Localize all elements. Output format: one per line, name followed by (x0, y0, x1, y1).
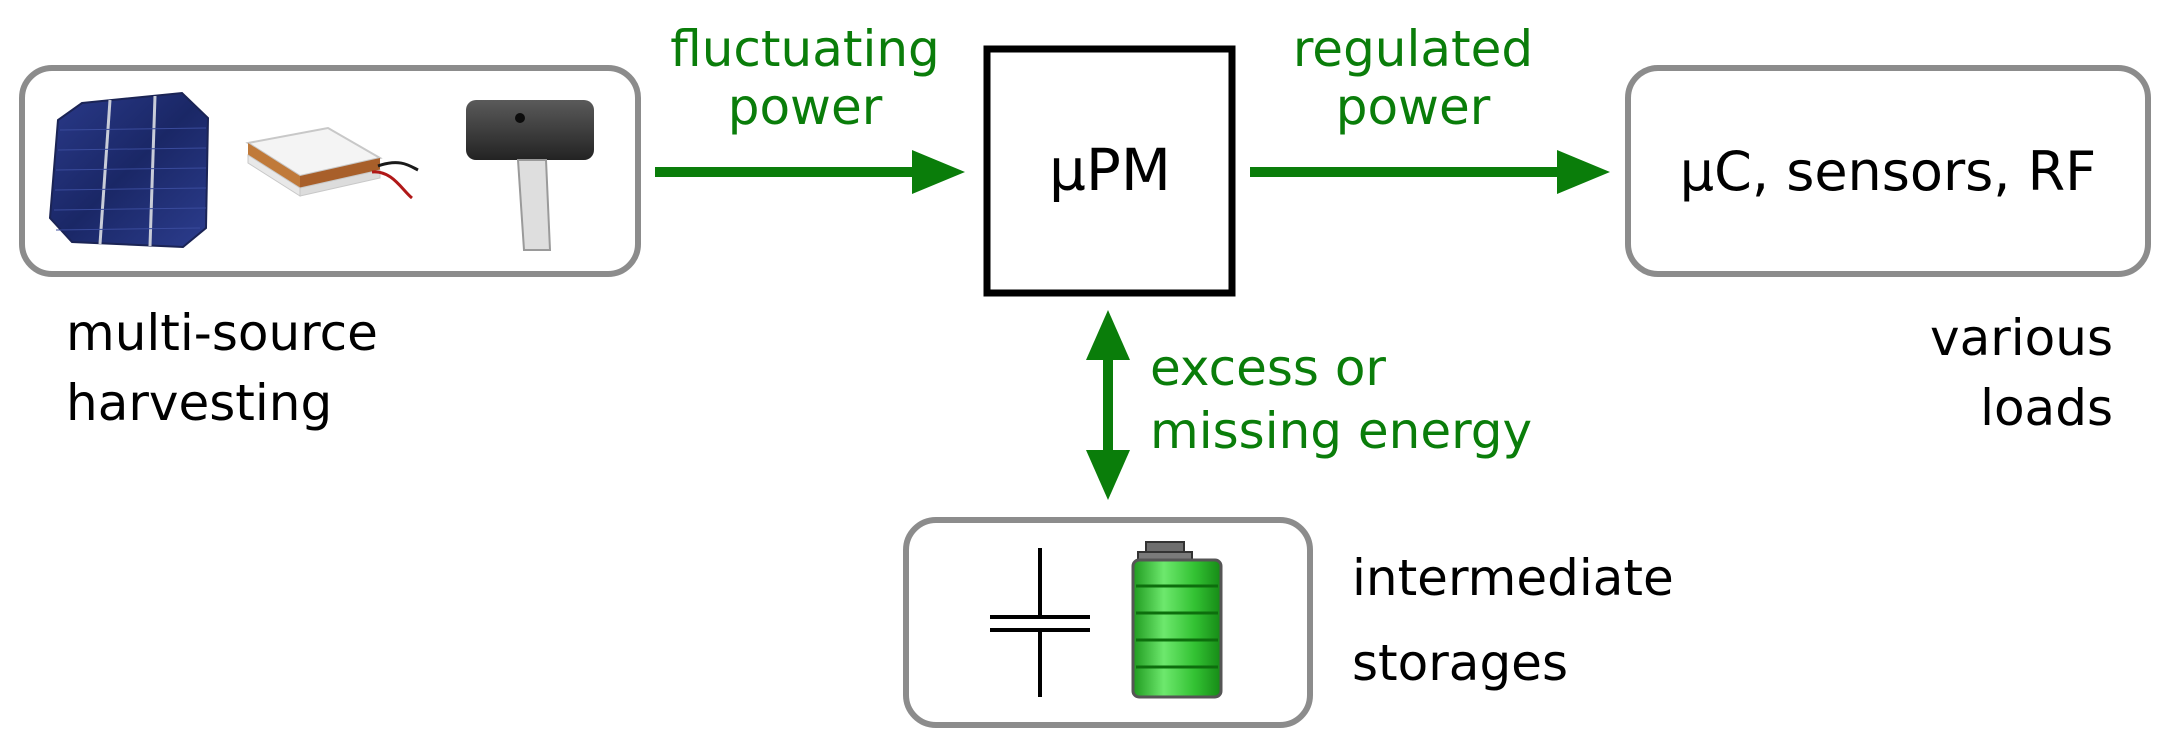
output-arrow (1250, 150, 1610, 194)
storage-arrow-label-line1: excess or (1150, 339, 1386, 397)
input-arrow-label-line1: fluctuating (670, 20, 940, 78)
output-arrow-label-line1: regulated (1293, 20, 1533, 78)
pm-block-label: µPM (1049, 136, 1171, 204)
pm-block (983, 45, 1236, 297)
sources-caption-line2: harvesting (66, 374, 332, 432)
loads-caption-line1: various (1930, 309, 2113, 367)
storage-caption-line1: intermediate (1352, 549, 1674, 607)
storage-arrow-label-line2: missing energy (1150, 402, 1532, 460)
input-arrow (655, 150, 965, 194)
battery-icon (1131, 541, 1223, 699)
loads-box (1625, 65, 2151, 277)
loads-label: µC, sensors, RF (1680, 140, 2096, 203)
sources-caption-line1: multi-source (66, 304, 378, 362)
input-arrow-label-line2: power (728, 78, 883, 136)
sources-box (19, 65, 641, 277)
piezo-harvester-icon (466, 100, 594, 251)
capacitor-icon (990, 548, 1090, 697)
output-arrow-label-line2: power (1336, 78, 1491, 136)
thermoelectric-generator-icon (245, 126, 419, 200)
storage-box (903, 517, 1313, 728)
loads-caption-line2: loads (1980, 379, 2113, 437)
solar-cell-icon (48, 91, 210, 249)
storage-arrow (1086, 310, 1130, 500)
storage-caption-line2: storages (1352, 634, 1568, 692)
